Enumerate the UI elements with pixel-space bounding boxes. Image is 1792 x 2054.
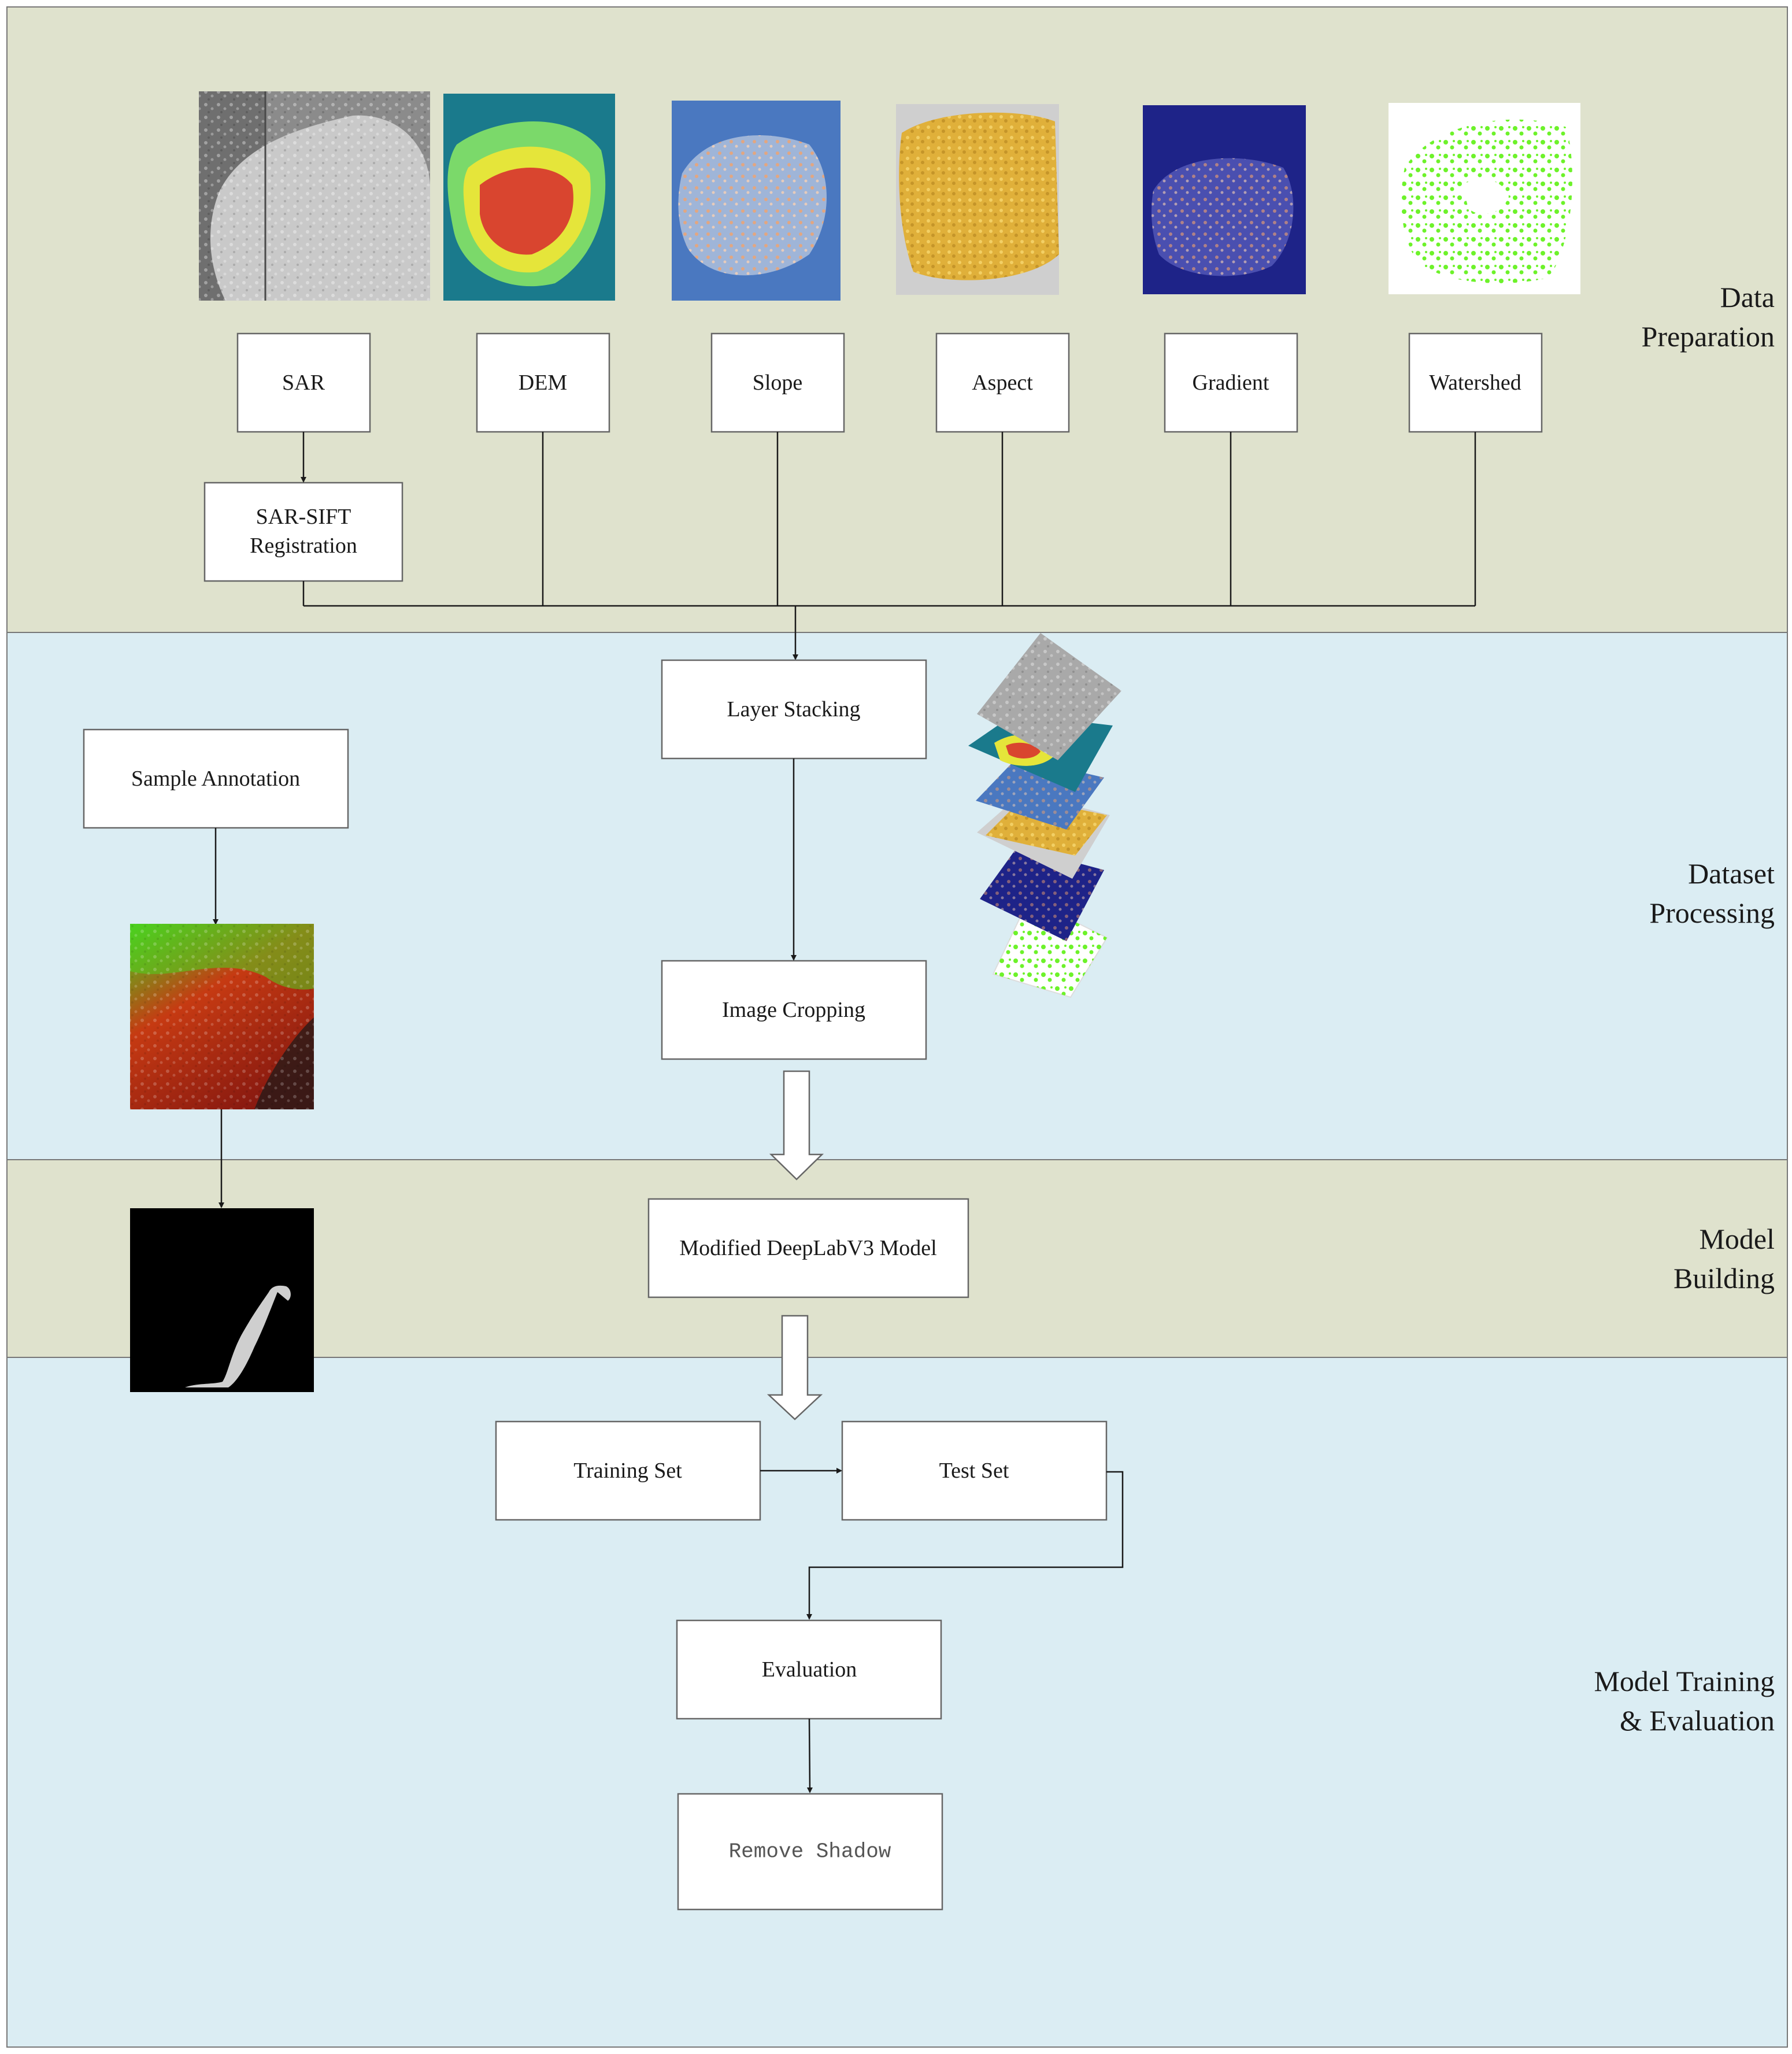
sample-annotation-label: Sample Annotation — [131, 767, 300, 791]
dem-box: DEM — [476, 332, 610, 433]
watershed-box: Watershed — [1408, 332, 1543, 433]
gradient-label: Gradient — [1193, 371, 1269, 395]
model-label: Modified DeepLabV3 Model — [679, 1236, 936, 1260]
evaluation-box: Evaluation — [676, 1619, 942, 1720]
sar-image-icon — [199, 91, 430, 301]
stage-label-model-building-2: Building — [1673, 1262, 1775, 1294]
test-set-box: Test Set — [841, 1420, 1108, 1521]
annotation-image-icon — [130, 924, 314, 1109]
evaluation-to-remove-shadow-arrow — [806, 1718, 813, 1793]
slope-label: Slope — [753, 371, 803, 395]
cropping-to-model-hollow-arrow — [769, 1070, 824, 1180]
stage-label-data-preparation-2: Preparation — [1642, 320, 1775, 353]
remove-shadow-box: Remove Shadow — [677, 1793, 943, 1911]
image-cropping-box: Image Cropping — [661, 960, 927, 1060]
sample-annotation-box: Sample Annotation — [83, 728, 349, 829]
watershed-image-icon — [1389, 103, 1580, 294]
evaluation-label: Evaluation — [762, 1657, 857, 1682]
test-to-evaluation-arrow — [806, 1471, 1124, 1620]
stage-label-dataset-processing-1: Dataset — [1688, 857, 1775, 890]
registration-label-2: Registration — [250, 534, 357, 558]
stage-label-model-building-1: Model — [1699, 1223, 1775, 1255]
registration-label-1: SAR-SIFT — [256, 505, 351, 529]
gradient-box: Gradient — [1164, 332, 1298, 433]
layer-stack-icon — [968, 633, 1121, 998]
remove-shadow-label: Remove Shadow — [729, 1840, 891, 1864]
layer-stacking-box: Layer Stacking — [661, 659, 927, 760]
stage-label-data-preparation-1: Data — [1720, 281, 1775, 313]
data-prep-connectors — [301, 432, 1476, 660]
sar-box: SAR — [236, 332, 371, 433]
gradient-image-icon — [1143, 105, 1306, 294]
stage-label-model-training-1: Model Training — [1594, 1665, 1775, 1697]
slope-box: Slope — [710, 332, 845, 433]
sar-sift-registration-box: SAR-SIFT Registration — [203, 482, 403, 582]
aspect-image-icon — [896, 104, 1059, 295]
layer-stacking-label: Layer Stacking — [727, 697, 860, 721]
model-to-training-hollow-arrow — [767, 1315, 823, 1420]
training-set-label: Training Set — [573, 1459, 682, 1483]
slope-image-icon — [672, 101, 841, 301]
image-cropping-label: Image Cropping — [722, 998, 865, 1022]
training-set-box: Training Set — [495, 1420, 761, 1521]
modified-deeplabv3-model-box: Modified DeepLabV3 Model — [647, 1198, 969, 1298]
watershed-label: Watershed — [1429, 371, 1521, 395]
sar-label: SAR — [282, 371, 325, 395]
stage-label-model-training-2: & Evaluation — [1620, 1704, 1775, 1737]
stage-label-dataset-processing-2: Processing — [1649, 897, 1775, 929]
dem-label: DEM — [519, 371, 567, 395]
aspect-box: Aspect — [935, 332, 1070, 433]
aspect-label: Aspect — [972, 371, 1033, 395]
test-set-label: Test Set — [939, 1459, 1009, 1483]
mask-image-icon — [130, 1208, 314, 1392]
dem-image-icon — [443, 94, 615, 301]
